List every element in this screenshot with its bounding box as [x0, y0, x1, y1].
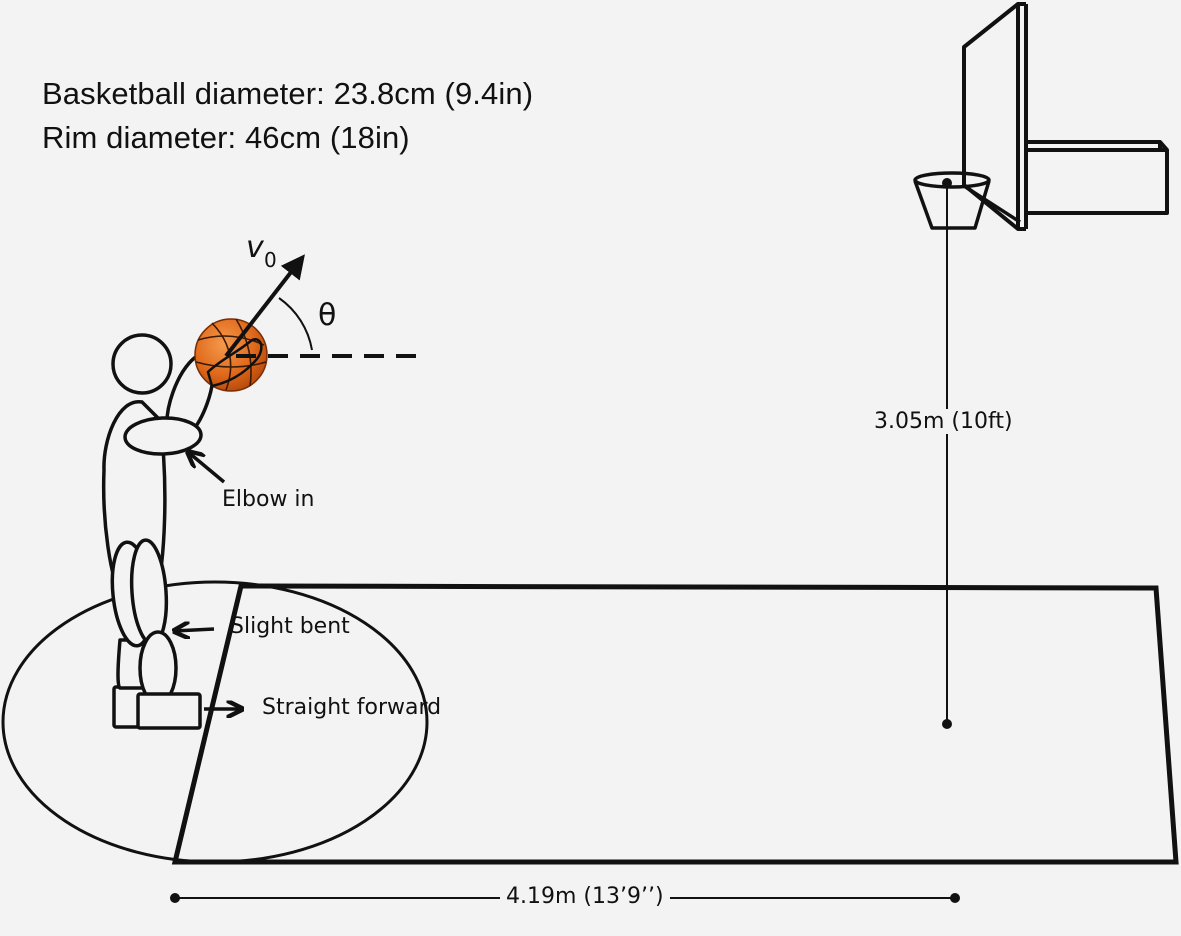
elbow-arrow — [188, 452, 226, 484]
velocity-arrow — [224, 254, 305, 358]
ball-diameter-text: Basketball diameter: 23.8cm (9.4in) — [42, 76, 534, 111]
court-lane — [171, 583, 1179, 865]
velocity-symbol: v — [246, 230, 264, 265]
distance-dot-right — [950, 893, 960, 903]
distance-dot-left — [170, 893, 180, 903]
rim-height-dot-bottom — [942, 719, 952, 729]
distance-label: 4.19m (13’9’’) — [500, 884, 670, 909]
backboard — [962, 2, 1028, 231]
knee-arrow — [174, 629, 215, 631]
free-throw-circle — [1, 580, 429, 864]
foot-label: Straight forward — [262, 695, 442, 720]
angle-arc — [278, 297, 313, 351]
angle-symbol: θ — [318, 298, 337, 333]
rim-height-label: 3.05m (10ft) — [868, 409, 1019, 434]
velocity-subscript: 0 — [264, 248, 277, 272]
elbow-label: Elbow in — [222, 487, 315, 512]
player-figure — [101, 333, 215, 730]
knee-label: Slight bent — [230, 614, 350, 639]
rim-height-dot-top — [942, 178, 952, 188]
rim-net — [913, 171, 1021, 230]
rim-diameter-text: Rim diameter: 46cm (18in) — [42, 120, 410, 155]
shooting-hand — [206, 338, 263, 388]
support-arm — [1024, 140, 1169, 215]
